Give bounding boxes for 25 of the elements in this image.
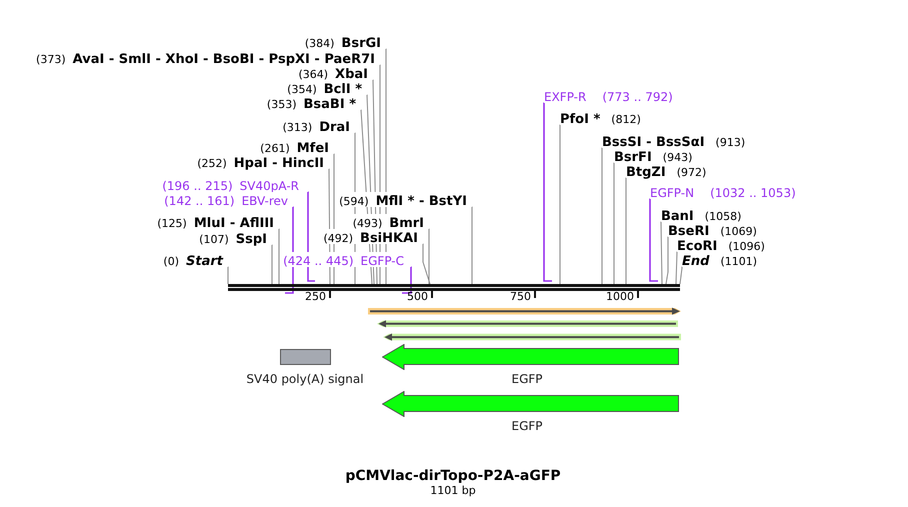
leader-line — [428, 228, 430, 284]
leader-line — [676, 251, 678, 284]
primer-label: (424 .. 445) EGFP-C — [283, 252, 411, 266]
enzyme-site-label: (493) BmrI — [352, 214, 429, 228]
enzyme-site-label: (594) MflI * - BstYI — [339, 192, 472, 206]
scale-number: 500 — [407, 290, 428, 303]
leader-line — [680, 266, 682, 284]
feature-label: SV40 poly(A) signal — [246, 372, 364, 386]
feature-label: EGFP — [511, 419, 543, 433]
leader-line — [649, 198, 658, 282]
map-title: pCMVlac-dirTopo-P2A-aGFP — [345, 467, 561, 485]
leader-line — [660, 221, 662, 284]
dna-backbone — [228, 284, 680, 291]
leader-line — [402, 266, 412, 294]
feature-label: EGFP — [511, 372, 543, 386]
leader-line — [543, 102, 552, 282]
leader-line — [278, 228, 280, 284]
scale-number: 750 — [510, 290, 531, 303]
scale-number: 250 — [305, 290, 326, 303]
enzyme-site-label: (492) BsiHKAI — [323, 228, 423, 244]
sequence-length: 1101 bp — [430, 484, 476, 497]
leader-line — [666, 236, 668, 284]
leader-line — [422, 243, 430, 284]
primer-label: (142 .. 161) EBV-rev — [164, 192, 293, 206]
scale-number: 1000 — [606, 290, 634, 303]
